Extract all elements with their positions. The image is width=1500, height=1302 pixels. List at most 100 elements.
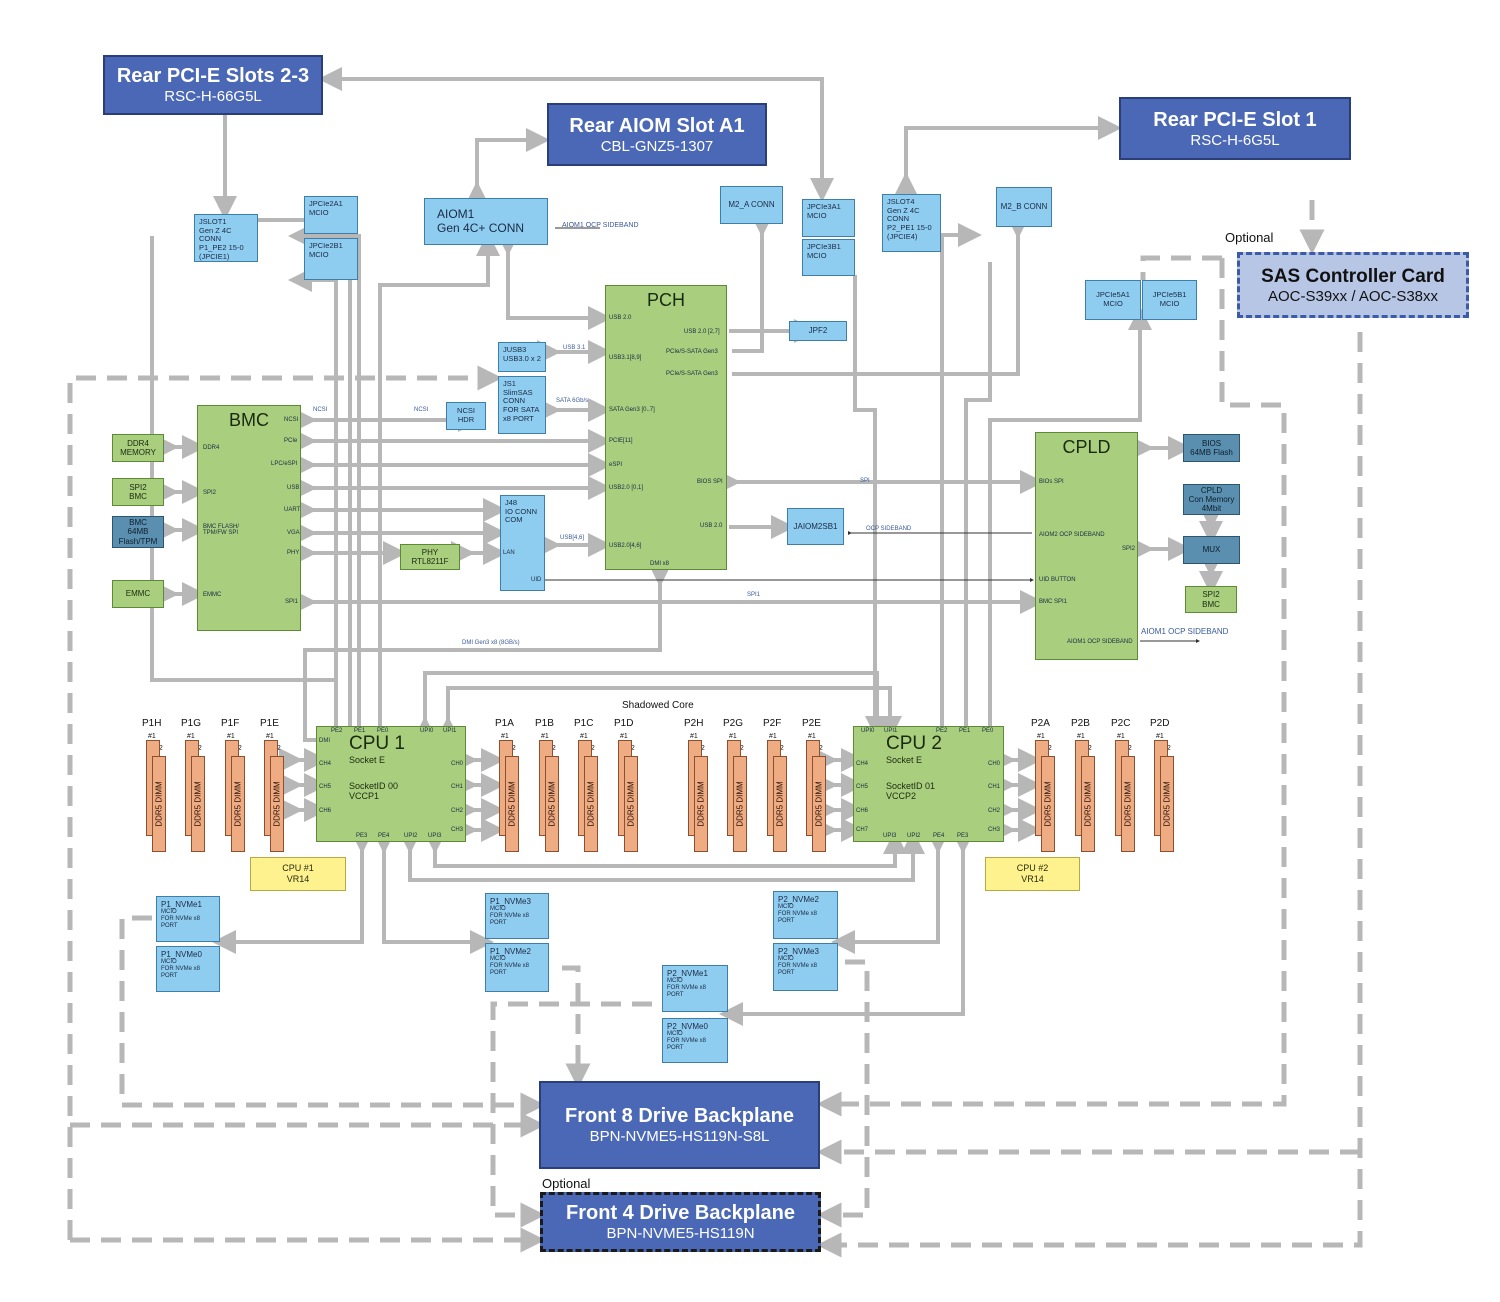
bmc-pin: PHY	[287, 550, 300, 556]
p2-nvme0-l1: P2_NVMe0	[667, 1022, 708, 1031]
dimm-group-label: P1A	[495, 718, 514, 729]
cpu1-pin: PE0	[377, 728, 389, 734]
cpld-chip: CPLD	[1035, 432, 1138, 660]
phy-chip: PHY RTL8211F	[400, 544, 460, 570]
jpcie2b1-l2: MCIO	[309, 249, 329, 259]
bmcflash-l1: BMC	[129, 518, 147, 528]
pch-pin: USB3.1[8,9]	[609, 355, 642, 361]
m2b-connector: M2_B CONN	[996, 187, 1052, 227]
cpu2-pin: CH2	[988, 808, 1001, 814]
jslot4-l2: Gen Z 4C CONN	[887, 205, 920, 224]
vr2-l1: CPU #2	[1016, 863, 1049, 874]
aiom1-connector: AIOM1 Gen 4C+ CONN	[424, 198, 548, 245]
rear-aiom-slot: Rear AIOM Slot A1 CBL-GNZ5-1307	[547, 103, 767, 166]
cpld-pin: AIOM1 OCP SIDEBAND	[1067, 639, 1133, 645]
ncsi-header: NCSI HDR	[446, 402, 486, 430]
sas-sub: AOC-S39xx / AOC-S38xx	[1267, 287, 1439, 305]
rear-pcie-2-3-title: Rear PCI-E Slots 2-3	[116, 65, 310, 87]
cpu1-pin: CH0	[451, 761, 464, 767]
dimm-group-label: P2E	[802, 718, 821, 729]
ddr4-l1: DDR4	[127, 438, 149, 448]
dimm-slot-label: #1	[1037, 733, 1045, 740]
dimm-group-label: P2D	[1150, 718, 1170, 729]
dimm-slot-label: #1	[227, 733, 235, 740]
cpu2-pin: CH6	[856, 808, 869, 814]
dimm-type-label: DDR5 DIMM	[507, 781, 517, 827]
pch-pin: USB 2.0	[700, 523, 723, 529]
cpu1-socketid: SocketID 00	[349, 781, 399, 791]
jslot1-l1: JSLOT1	[199, 217, 227, 226]
cpld-title: CPLD	[1062, 437, 1111, 457]
bios-flash: BIOS 64MB Flash	[1183, 434, 1240, 462]
j48-uid: UID	[531, 577, 542, 583]
dimm-slot-label: #1	[769, 733, 777, 740]
front8-sub: BPN-NVME5-HS119N-S8L	[589, 1128, 770, 1145]
rear-pcie-slot-1: Rear PCI-E Slot 1 RSC-H-6G5L	[1119, 97, 1351, 160]
cpld-pin: AIOM2 OCP SIDEBAND	[1039, 532, 1105, 538]
dimm-group-label: P1G	[181, 718, 202, 729]
dimm-group-label: P1C	[574, 718, 594, 729]
thin-lines	[544, 227, 1200, 643]
cpu2-pin: CH5	[856, 784, 869, 790]
sig-ncsi: NCSI	[313, 407, 328, 413]
dimm-slot-2: DDR5 DIMM	[191, 756, 205, 852]
cpu2-pin: PE0	[982, 728, 994, 734]
aiom1-l2: Gen 4C+ CONN	[437, 220, 525, 235]
cpld-pin: BIOs SPI	[1039, 479, 1064, 485]
jpcie5a1-l1: JPCIe5A1	[1096, 290, 1130, 300]
cpu1-pin: PE4	[378, 833, 390, 839]
p1-nvme2-l3: FOR NVMe x8 PORT	[490, 963, 530, 976]
jpcie5a1-l2: MCIO	[1103, 299, 1123, 308]
j48-l3: COM	[505, 515, 523, 525]
p2-nvme2-l2: MCIO	[778, 904, 794, 911]
sig-spi1: SPI1	[747, 592, 761, 598]
jpcie3b1-l2: MCIO	[807, 250, 827, 260]
jslot1-connector: JSLOT1 Gen Z 4C CONN P1_PE2 15-0 (JPCIE1…	[194, 214, 258, 262]
dimm-slot-label: #1	[729, 733, 737, 740]
jpf2-connector: JPF2	[789, 321, 847, 341]
sig-usb31: USB 3.1	[563, 345, 586, 351]
dimm-slot-2: DDR5 DIMM	[545, 756, 559, 852]
dimm-type-label: DDR5 DIMM	[272, 781, 282, 827]
vr2-l2: VR14	[1021, 874, 1044, 884]
bmc-pin: VGA	[287, 530, 300, 536]
bmc-pin: SPI1	[285, 599, 299, 605]
dimm-slot-label: #1	[690, 733, 698, 740]
jpcie3a1-connector: JPCIe3A1 MCIO	[802, 199, 855, 237]
jusb3-l1: JUSB3	[503, 345, 527, 354]
dimm-slot-label: #1	[580, 733, 588, 740]
p2-nvme0-l3: FOR NVMe x8 PORT	[667, 1038, 707, 1051]
ncsi-hdr-l2: HDR	[457, 415, 475, 424]
js1-l3: CONN	[503, 396, 526, 406]
p2-nvme3-l3: FOR NVMe x8 PORT	[778, 963, 818, 976]
cpldmem-l1: CPLD	[1200, 485, 1223, 495]
bmc-title: BMC	[229, 410, 269, 430]
cpu1-vccp: VCCP1	[349, 791, 380, 801]
cpu1-pin: CH3	[451, 827, 464, 833]
front-8-drive-backplane: Front 8 Drive Backplane BPN-NVME5-HS119N…	[539, 1081, 820, 1169]
bmc-pin: NCSI	[284, 417, 299, 423]
spi2-bmc-right: SPI2 BMC	[1185, 586, 1237, 613]
sig-sata: SATA 6Gb/s	[556, 398, 589, 404]
cpu1-pin: PE1	[354, 728, 366, 734]
cpu2-chip: CPU 2 Socket E SocketID 01 VCCP2	[853, 726, 1004, 842]
dimm-slot-2: DDR5 DIMM	[1160, 756, 1174, 852]
sig-spi: SPI	[860, 478, 870, 484]
mux: MUX	[1183, 536, 1240, 564]
js1-l1: JS1	[503, 379, 516, 388]
cpu2-pin: UPI2	[907, 833, 921, 839]
phy-l1: PHY	[421, 547, 439, 557]
dimm-type-label: DDR5 DIMM	[586, 781, 596, 827]
sig-ocp-sideband: OCP SIDEBAND	[866, 526, 912, 532]
dimm-group-label: P1D	[614, 718, 634, 729]
p1-nvme1-l1: P1_NVMe1	[161, 900, 202, 909]
p1-nvme1-l3: FOR NVMe x8 PORT	[161, 916, 201, 929]
dimm-type-label: DDR5 DIMM	[696, 781, 706, 827]
bios-l2: 64MB Flash	[1190, 448, 1233, 457]
dimm-slot-2: DDR5 DIMM	[584, 756, 598, 852]
dashed-cables	[67, 200, 1363, 1258]
dimm-slot-label: #1	[187, 733, 195, 740]
cpu2-socketid: SocketID 01	[886, 781, 936, 791]
cpu1-pin: CH2	[451, 808, 464, 814]
bmcflash-l2: 64MB	[127, 527, 149, 537]
